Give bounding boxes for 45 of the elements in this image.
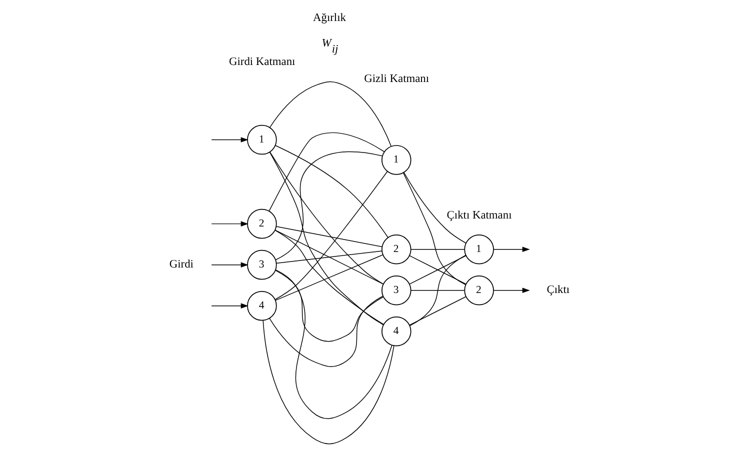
connector <box>275 145 388 238</box>
label: Ağırlık <box>313 12 346 24</box>
node-circle: 1 <box>464 234 494 264</box>
connector <box>268 132 385 212</box>
label: Çıktı Katmanı <box>446 210 512 222</box>
connector <box>410 249 465 250</box>
connector <box>275 270 384 342</box>
label: Girdi Katmanı <box>229 56 296 68</box>
connector <box>262 320 394 444</box>
node-circle: 3 <box>247 250 277 280</box>
connector <box>276 250 382 264</box>
arrow <box>211 303 248 308</box>
connector <box>409 254 466 326</box>
connector <box>269 296 384 367</box>
label: Çıktı <box>546 284 570 296</box>
arrow <box>493 288 530 293</box>
connector <box>404 172 466 244</box>
node-circle: 2 <box>247 208 277 239</box>
label: Gizli Katmanı <box>364 73 430 86</box>
connector <box>274 230 384 285</box>
connector <box>275 151 383 260</box>
node-circle: 1 <box>382 145 412 175</box>
connector <box>276 226 382 248</box>
connector <box>275 269 392 419</box>
arrow <box>211 221 248 226</box>
connector <box>275 254 384 301</box>
label: Girdi <box>169 258 194 271</box>
arrow <box>211 262 248 268</box>
node-circle: 4 <box>382 316 412 346</box>
connector <box>270 152 384 284</box>
node-circle: 4 <box>247 290 277 321</box>
connector <box>274 230 384 325</box>
connector <box>409 255 466 284</box>
connector <box>409 296 466 326</box>
node-circle: 3 <box>382 275 412 306</box>
connector <box>402 172 466 286</box>
connector <box>269 152 384 326</box>
connector <box>274 171 388 300</box>
node-circle: 1 <box>247 124 277 155</box>
arrow <box>493 246 530 252</box>
connector <box>410 290 465 291</box>
connector <box>269 81 392 147</box>
node-circle: 2 <box>382 234 412 264</box>
node-circle: 2 <box>464 275 494 306</box>
arrow <box>211 137 248 142</box>
